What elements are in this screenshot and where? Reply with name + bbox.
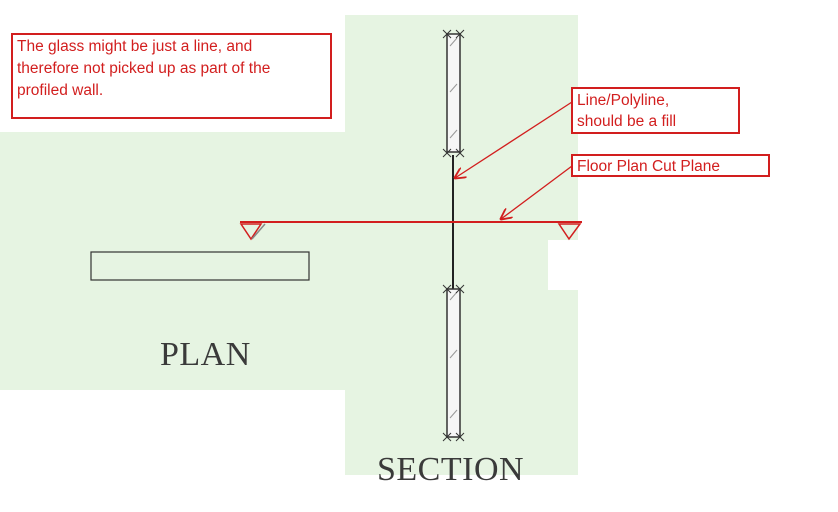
plan-wall — [90, 251, 310, 281]
leader-cut-plane-arrow — [501, 165, 573, 219]
leader-fill-arrow — [455, 101, 573, 178]
callout-fill-note: Line/Polyline, should be a fill — [571, 87, 740, 134]
plan-background — [0, 132, 560, 390]
callout-cut-plane-note: Floor Plan Cut Plane — [571, 154, 770, 177]
lower-glass-panel — [442, 284, 465, 442]
plan-label: PLAN — [160, 336, 251, 373]
cut-plane-tick — [251, 223, 266, 240]
callout-glass-note: The glass might be just a line, and ther… — [11, 33, 332, 119]
upper-glass-panel — [442, 29, 465, 158]
cut-plane-marker-right — [557, 223, 582, 241]
cut-plane-marker-left — [239, 223, 263, 241]
section-label: SECTION — [377, 451, 525, 488]
plan-background-right — [548, 240, 578, 290]
